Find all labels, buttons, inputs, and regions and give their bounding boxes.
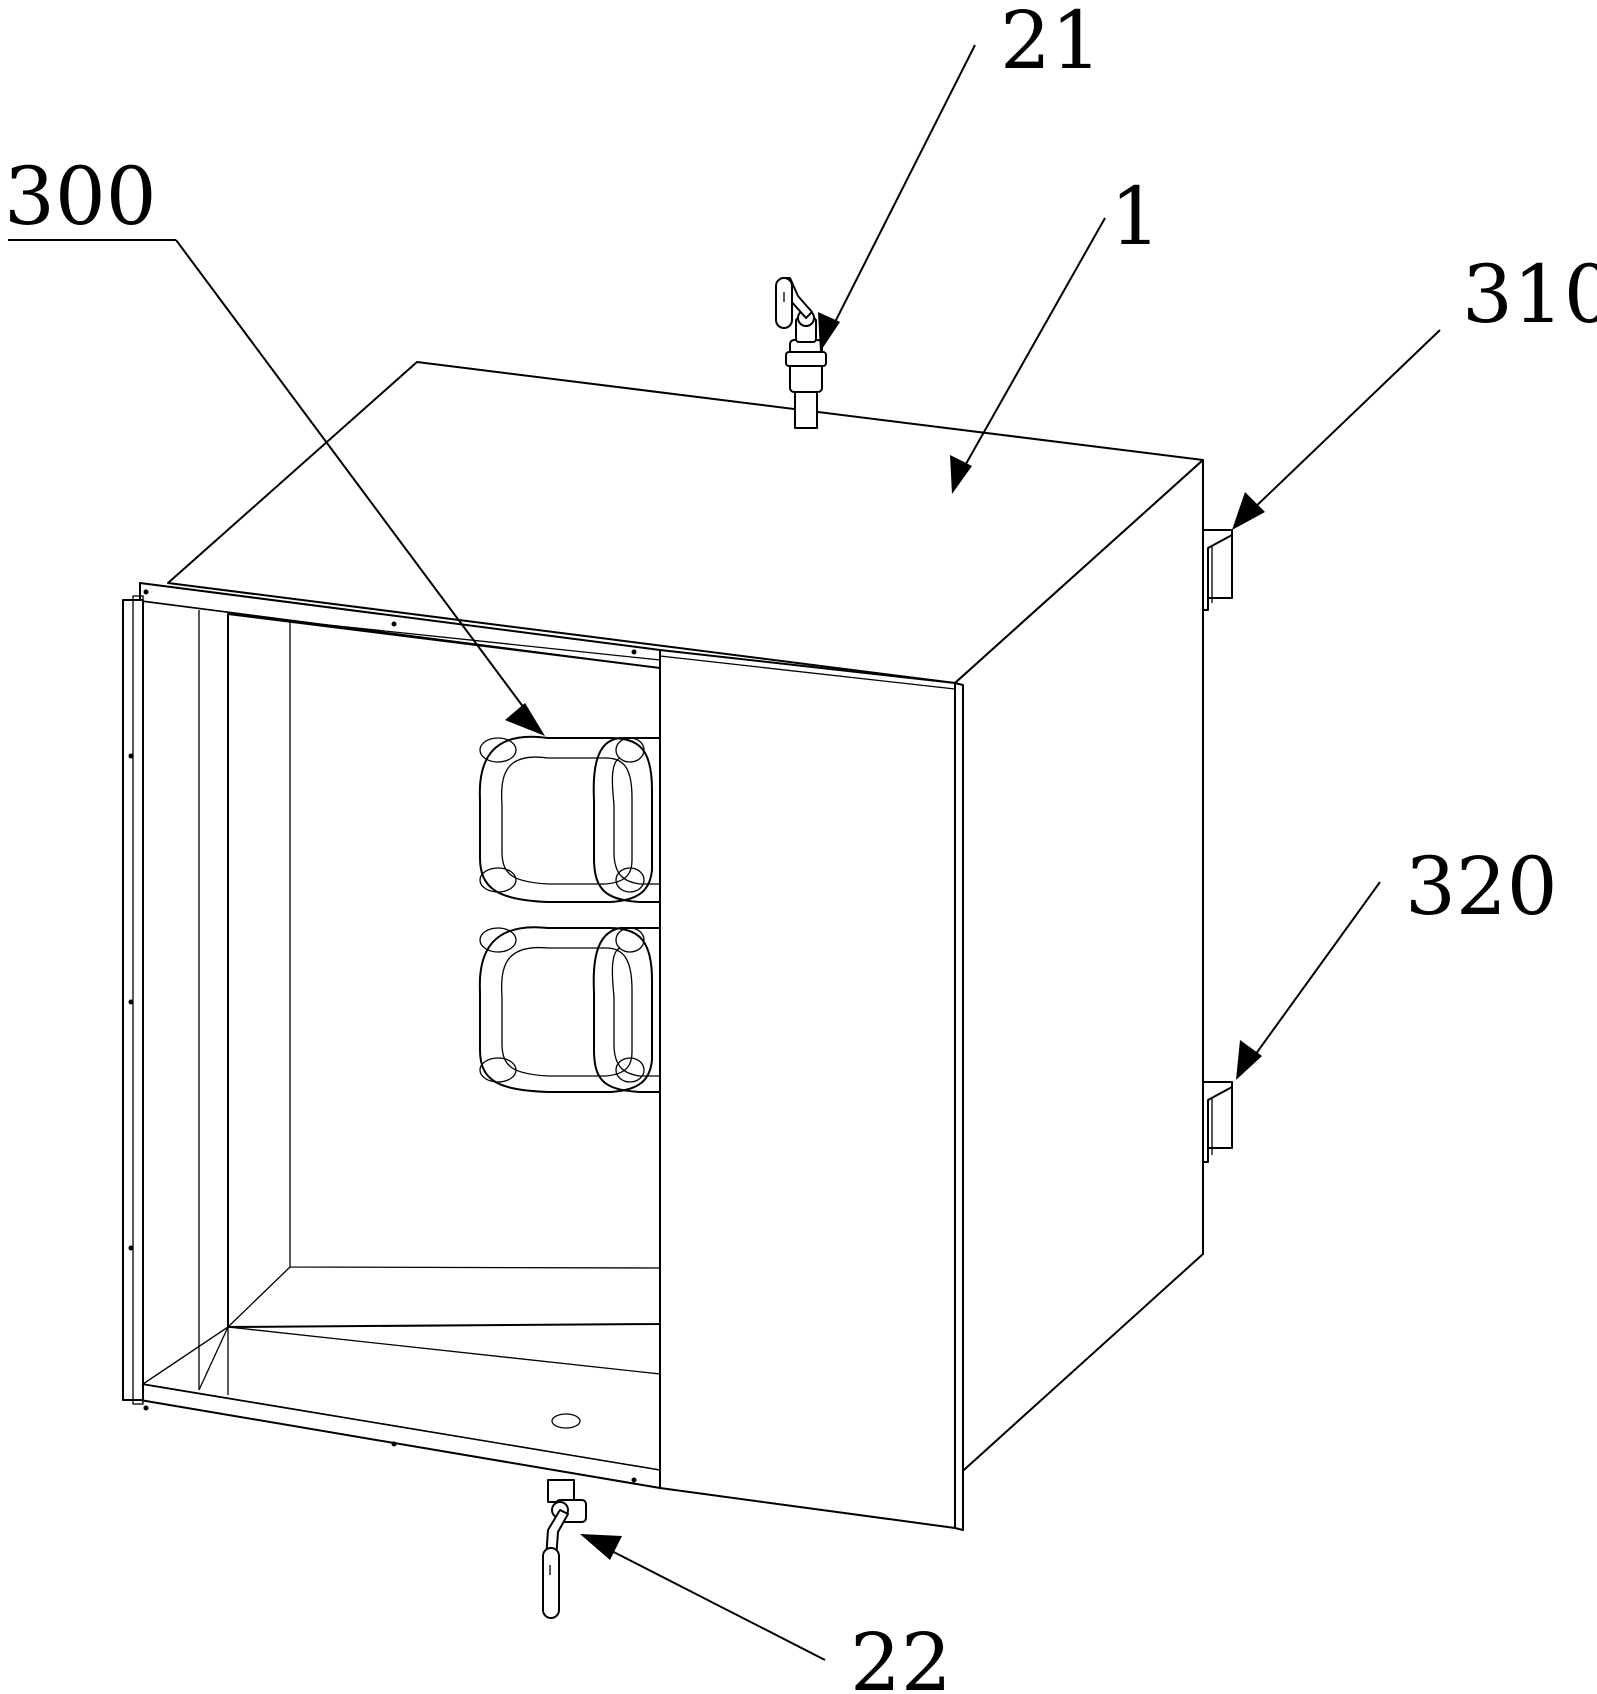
label-320: 320 [1405,840,1558,933]
label-22: 22 [850,1616,952,1694]
front-frame [122,582,661,1489]
outlet-connector-310 [1202,529,1233,611]
leader-320 [1236,881,1381,1080]
label-1: 1 [1110,170,1161,263]
leader-22 [580,1534,826,1661]
label-300: 300 [4,150,157,243]
label-21: 21 [1000,0,1102,87]
label-310: 310 [1462,248,1597,341]
front-door-panel [659,649,964,1531]
top-valve [775,277,827,429]
outlet-connector-320 [1202,1081,1233,1163]
leader-21 [818,44,976,352]
leader-1 [950,217,1106,494]
leader-300 [8,239,545,736]
bottom-valve [542,1479,587,1619]
coil-assembly [478,735,661,1093]
leader-310 [1232,329,1441,530]
